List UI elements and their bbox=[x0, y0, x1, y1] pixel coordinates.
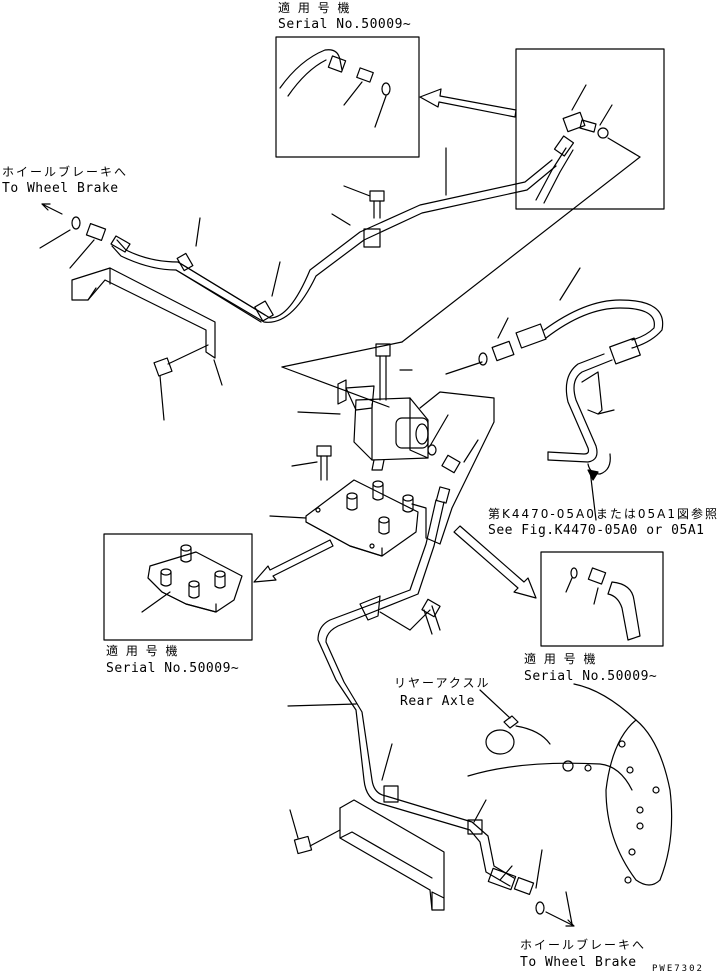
arrow-to-wheel-brake-left bbox=[41, 203, 63, 215]
detail-arrow-left bbox=[253, 539, 334, 583]
bolt-lower-pipe bbox=[379, 598, 441, 635]
detail-box-left bbox=[103, 533, 253, 641]
left-bracket bbox=[71, 267, 223, 421]
bolt-valve-top bbox=[291, 445, 332, 481]
see-fig-jp: 第K4470-05A0または05A1図参照 bbox=[488, 507, 719, 521]
detail-box-top bbox=[275, 36, 420, 158]
detail-arrow-right bbox=[453, 525, 537, 599]
top-detail-serial: Serial No.50009~ bbox=[278, 17, 412, 32]
lower-brake-pipe bbox=[287, 486, 573, 925]
arrow-to-wheel-brake-bottom bbox=[545, 911, 575, 927]
left-detail-plate bbox=[141, 544, 243, 613]
flexible-hose bbox=[445, 267, 664, 375]
drawing-code: PWE7302 bbox=[652, 964, 704, 974]
lower-guard-bracket bbox=[289, 799, 445, 911]
right-detail-serial: Serial No.50009~ bbox=[524, 669, 658, 684]
wheel-brake-bottom-jp: ホイールブレーキへ bbox=[520, 938, 647, 952]
detail-arrow-top bbox=[419, 88, 517, 118]
mounting-plate bbox=[269, 479, 419, 557]
left-detail-serial: Serial No.50009~ bbox=[106, 661, 240, 676]
wheel-brake-left-jp: ホイールブレーキへ bbox=[2, 165, 129, 179]
right-detail-applicable-jp: 適 用 号 機 bbox=[524, 652, 598, 666]
bolt-upper bbox=[343, 185, 385, 219]
top-detail-applicable-jp: 適 用 号 機 bbox=[278, 1, 352, 15]
detail-box-right bbox=[540, 551, 664, 647]
wheel-brake-bottom-en: To Wheel Brake bbox=[520, 955, 637, 970]
detail-box-upper-right bbox=[515, 48, 665, 210]
rear-axle-en: Rear Axle bbox=[400, 694, 475, 709]
upper-brake-pipe bbox=[39, 147, 557, 323]
see-fig-en: See Fig.K4470-05A0 or 05A1 bbox=[488, 523, 705, 538]
right-detail-parts bbox=[565, 567, 641, 641]
left-detail-applicable-jp: 適 用 号 機 bbox=[106, 644, 180, 658]
wheel-brake-left-en: To Wheel Brake bbox=[2, 181, 119, 196]
brake-valve-assembly bbox=[297, 343, 479, 474]
rear-axle-housing bbox=[467, 683, 673, 886]
rear-axle-jp: リヤーアクスル bbox=[394, 676, 491, 690]
right-pipe-clamp bbox=[547, 353, 615, 521]
top-detail-parts bbox=[279, 49, 391, 128]
upper-right-detail-parts bbox=[535, 84, 613, 204]
